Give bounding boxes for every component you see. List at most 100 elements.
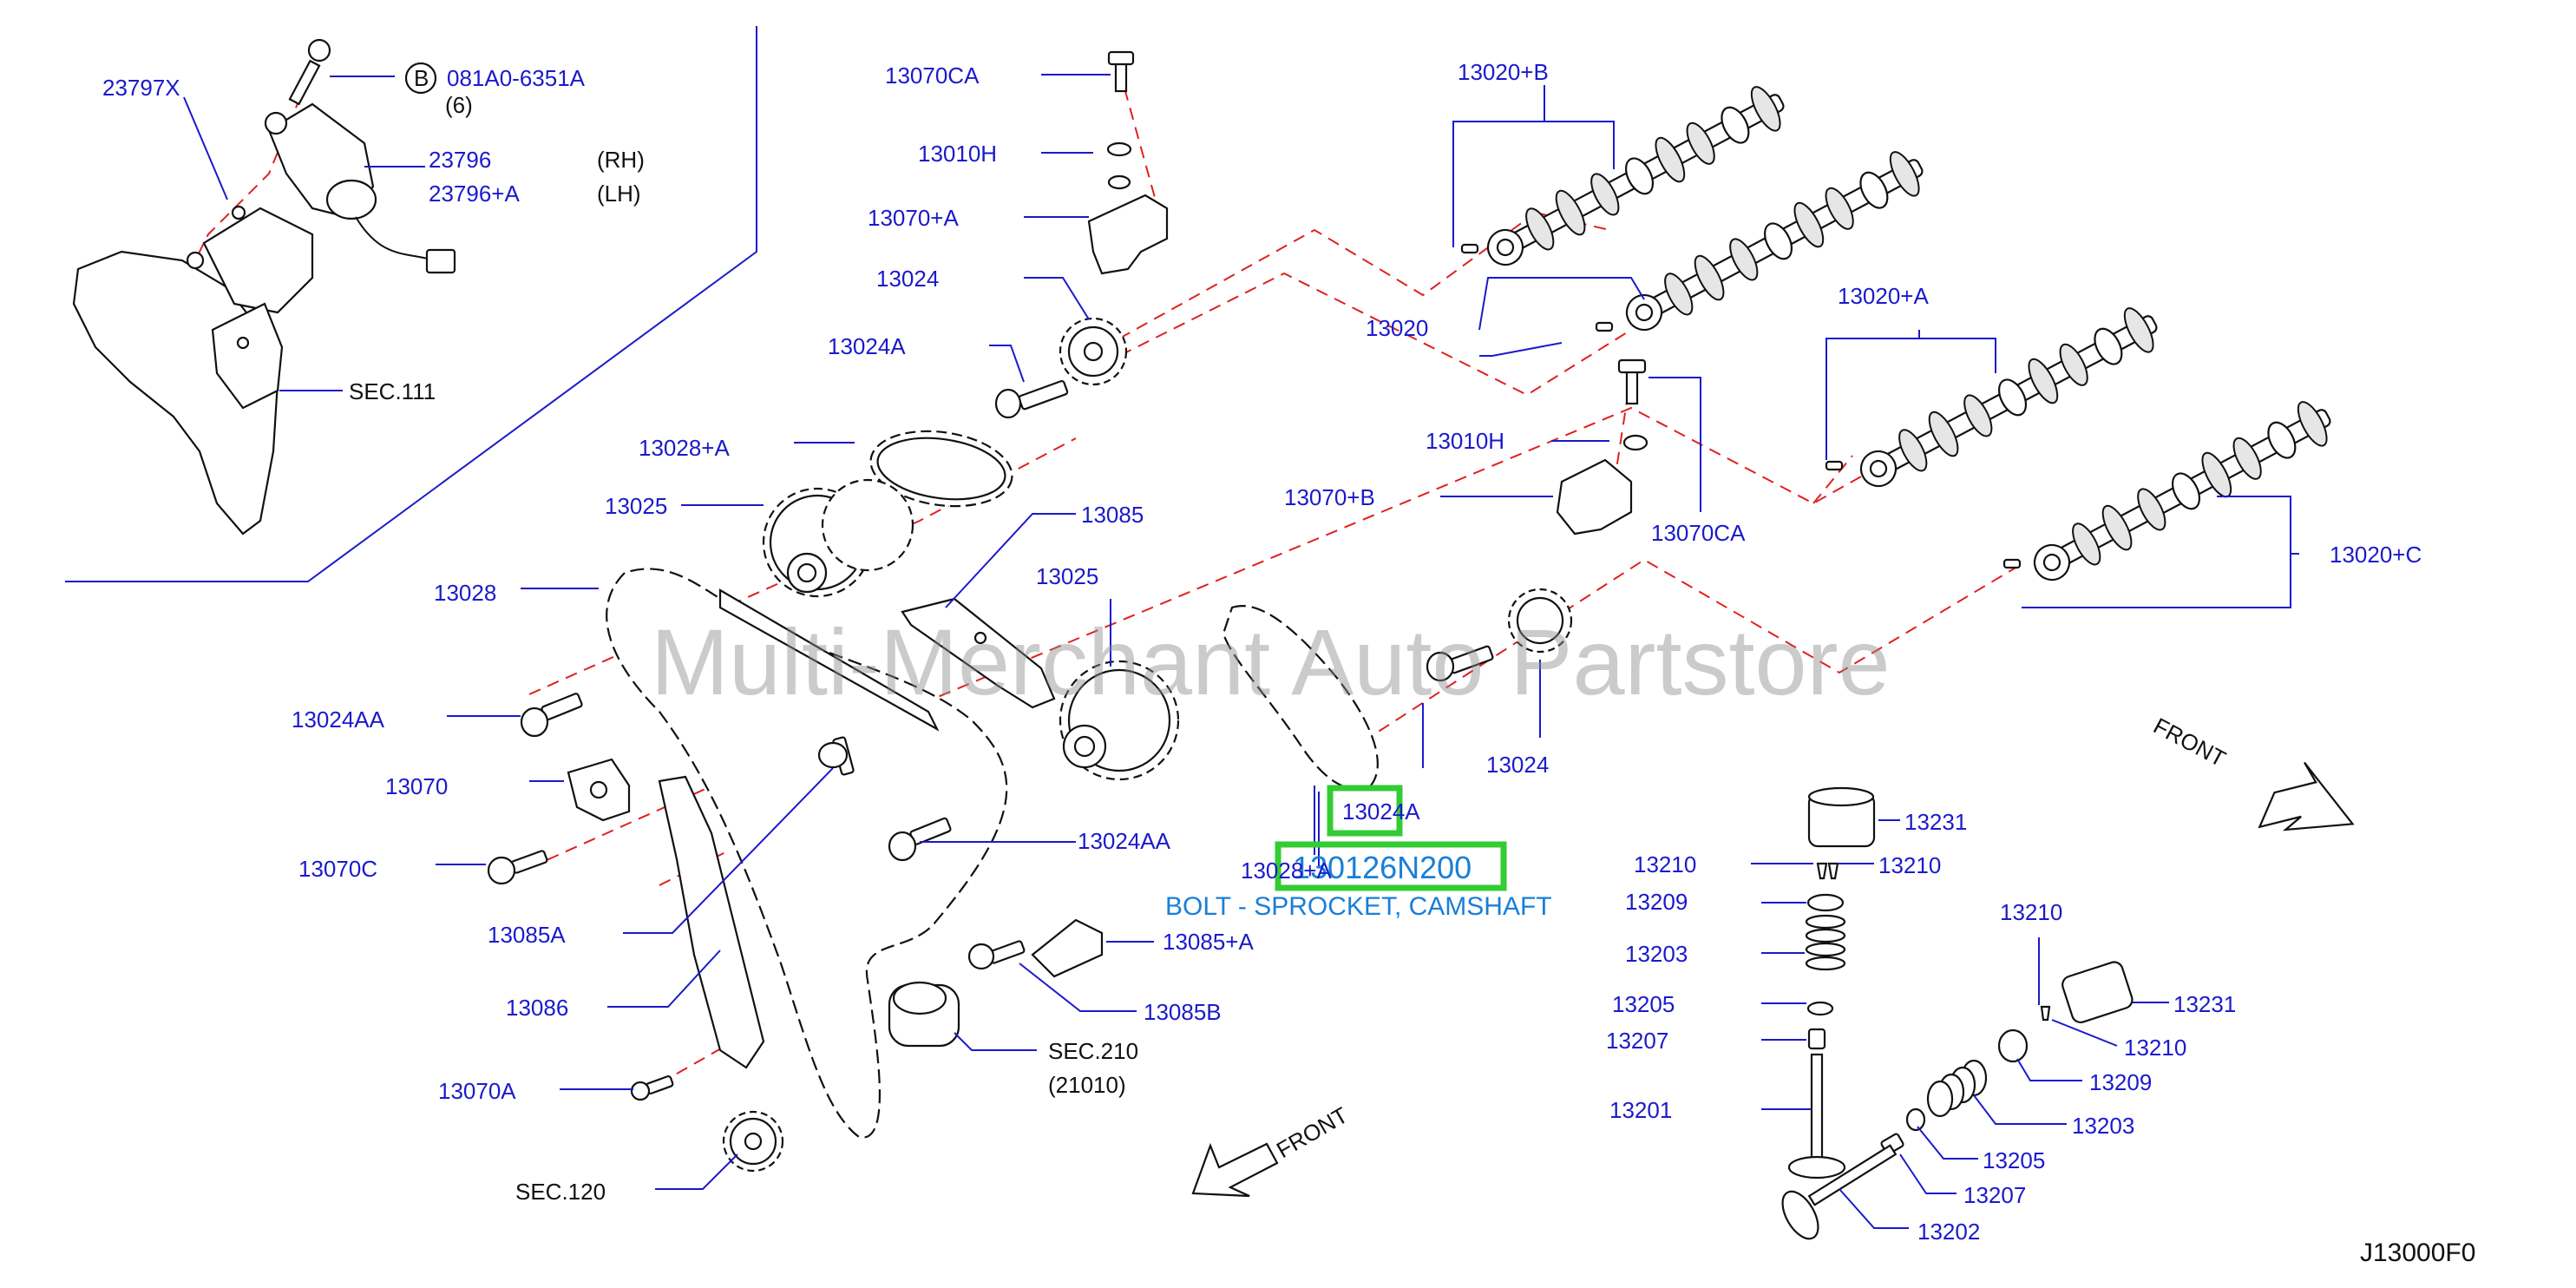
bolt-13024a-mid bbox=[1426, 645, 1494, 682]
exhaust-sprocket-13024-mid bbox=[1507, 588, 1573, 654]
highlight-box-part-ref[interactable] bbox=[1327, 785, 1403, 837]
bolt-13070c bbox=[487, 850, 548, 885]
highlight-callout: 13024A 130126N200 BOLT - SPROCKET, CAMSH… bbox=[1165, 785, 1552, 921]
label-13020-a: 13020+A bbox=[1838, 283, 1929, 309]
camshaft-13020 bbox=[1625, 151, 1924, 332]
dowel-pin bbox=[1595, 321, 1614, 332]
circle-b-marker bbox=[404, 62, 437, 95]
spring-seat-13205 bbox=[1806, 1001, 1834, 1016]
highlight-description: BOLT - SPROCKET, CAMSHAFT bbox=[1165, 892, 1552, 921]
chain-tensioner bbox=[888, 981, 960, 1048]
inset-frame bbox=[65, 26, 757, 582]
label-13086: 13086 bbox=[506, 995, 568, 1021]
label-sec-111: SEC.111 bbox=[349, 378, 436, 404]
bolt-mid-upper bbox=[817, 736, 855, 776]
label-13024a-top: 13024A bbox=[828, 333, 906, 359]
valve-spring-13203-b bbox=[1926, 1059, 1988, 1118]
intake-valve-13201 bbox=[1787, 1053, 1846, 1180]
label-sec-210: SEC.210 bbox=[1048, 1038, 1138, 1064]
bolt-13070a-bottom bbox=[630, 1074, 674, 1101]
exhaust-valve-13202 bbox=[1781, 1144, 1898, 1240]
label-13210-c: 13210 bbox=[2000, 899, 2062, 925]
valve-keeper-13210-b bbox=[2040, 1005, 2051, 1022]
cam-sprocket-13025-mid bbox=[1059, 660, 1180, 781]
label-13210-b: 13210 bbox=[1878, 852, 1941, 878]
label-21010: (21010) bbox=[1048, 1072, 1126, 1098]
label-13085: 13085 bbox=[1081, 502, 1144, 528]
spring-retainer-13209 bbox=[1806, 893, 1845, 912]
label-13231-top: 13231 bbox=[1904, 809, 1967, 835]
label-13231-b: 13231 bbox=[2173, 991, 2236, 1017]
label-sec-120: SEC.120 bbox=[515, 1179, 606, 1205]
cam-sprocket-13025-left bbox=[762, 478, 914, 598]
highlight-part-number: 130126N200 bbox=[1293, 850, 1472, 885]
valve-lifter-13231-top bbox=[1807, 786, 1876, 848]
label-13020: 13020 bbox=[1366, 315, 1428, 341]
valve-seal-13207 bbox=[1807, 1028, 1826, 1050]
label-13070a-bottom: 13070A bbox=[438, 1078, 516, 1104]
label-13025-mid: 13025 bbox=[1036, 563, 1098, 589]
label-13201: 13201 bbox=[1609, 1097, 1672, 1123]
label-23796-a: 23796+A bbox=[429, 181, 520, 207]
label-rh: (RH) bbox=[597, 147, 645, 173]
label-13028: 13028 bbox=[434, 580, 496, 606]
label-13210-a: 13210 bbox=[1634, 851, 1696, 877]
upper-chain-13028-a bbox=[869, 430, 1013, 508]
label-13024-top: 13024 bbox=[876, 266, 939, 292]
crank-sprocket bbox=[722, 1110, 784, 1173]
dowel-pin bbox=[1825, 460, 1844, 471]
label-13025-left: 13025 bbox=[605, 493, 667, 519]
dowel-pin bbox=[2002, 558, 2022, 569]
label-23796: 23796 bbox=[429, 147, 491, 173]
label-13024aa-left: 13024AA bbox=[292, 706, 385, 733]
camshaft-13020-a bbox=[1859, 307, 2158, 488]
bolt-13085b bbox=[967, 940, 1026, 970]
label-13020-b: 13020+B bbox=[1458, 59, 1549, 85]
bolt-13024aa-left bbox=[520, 693, 583, 738]
dowel-pin bbox=[1460, 243, 1479, 254]
label-13207-a: 13207 bbox=[1606, 1028, 1668, 1054]
label-13085-plus-a: 13085+A bbox=[1163, 929, 1254, 955]
label-13205-a: 13205 bbox=[1612, 991, 1675, 1017]
label-13070: 13070 bbox=[385, 773, 448, 799]
inset-cover-bracket bbox=[72, 205, 314, 536]
leader-lines bbox=[183, 74, 2299, 1229]
chain-guide-13085 bbox=[901, 597, 1056, 709]
sensor-bolt bbox=[288, 38, 331, 106]
front-label-right: FRONT bbox=[2149, 713, 2230, 772]
label-081a0-6351a: 081A0-6351A bbox=[447, 65, 586, 91]
chain-guide-13086 bbox=[718, 588, 940, 732]
label-13209-b: 13209 bbox=[2089, 1069, 2152, 1095]
label-13070-a-top: 13070+A bbox=[868, 205, 959, 231]
callout-labels: 23797X B 081A0-6351A (6) 23796 (RH) 2379… bbox=[102, 59, 2422, 1245]
label-13028-a-top: 13028+A bbox=[639, 435, 730, 461]
spring-seat-13205-b bbox=[1905, 1107, 1926, 1132]
diagram-code: J13000F0 bbox=[2360, 1239, 2475, 1267]
front-label-left: FRONT bbox=[1272, 1101, 1353, 1163]
label-lh: (LH) bbox=[597, 181, 641, 207]
front-arrow-left bbox=[1191, 1142, 1279, 1198]
label-13024aa-mid: 13024AA bbox=[1078, 828, 1171, 854]
label-13010h-mid: 13010H bbox=[1426, 428, 1504, 454]
label-13070ca-top: 13070CA bbox=[885, 62, 980, 89]
highlight-box-part-number[interactable] bbox=[1275, 841, 1507, 891]
label-13070ca-mid: 13070CA bbox=[1651, 520, 1746, 546]
label-circle-b: B bbox=[414, 65, 429, 91]
highlight-part-ref: 13024A bbox=[1342, 798, 1420, 825]
tensioner-bracket-13070 bbox=[567, 758, 631, 822]
label-13085b: 13085B bbox=[1144, 999, 1222, 1025]
spring-retainer-13209-b bbox=[1997, 1028, 2029, 1063]
watermark: Multi-Merchant Auto Partstore bbox=[651, 609, 1891, 714]
cam-position-sensor bbox=[264, 102, 456, 274]
label-13202: 13202 bbox=[1917, 1219, 1980, 1245]
camshaft-13020-c bbox=[2033, 401, 2331, 582]
valve-spring-13203 bbox=[1805, 914, 1846, 971]
valve-lifter-13231-b bbox=[2061, 961, 2134, 1024]
tensioner-13070b bbox=[1556, 358, 1649, 536]
label-13203-a: 13203 bbox=[1625, 941, 1688, 967]
exhaust-sprocket-13024-top bbox=[1059, 317, 1128, 386]
chain-guide-13085a bbox=[658, 775, 765, 1069]
label-13028-a-bottom: 13028+A bbox=[1241, 858, 1332, 884]
label-13205-b: 13205 bbox=[1983, 1147, 2045, 1173]
bolt-13024a-top bbox=[994, 379, 1069, 419]
